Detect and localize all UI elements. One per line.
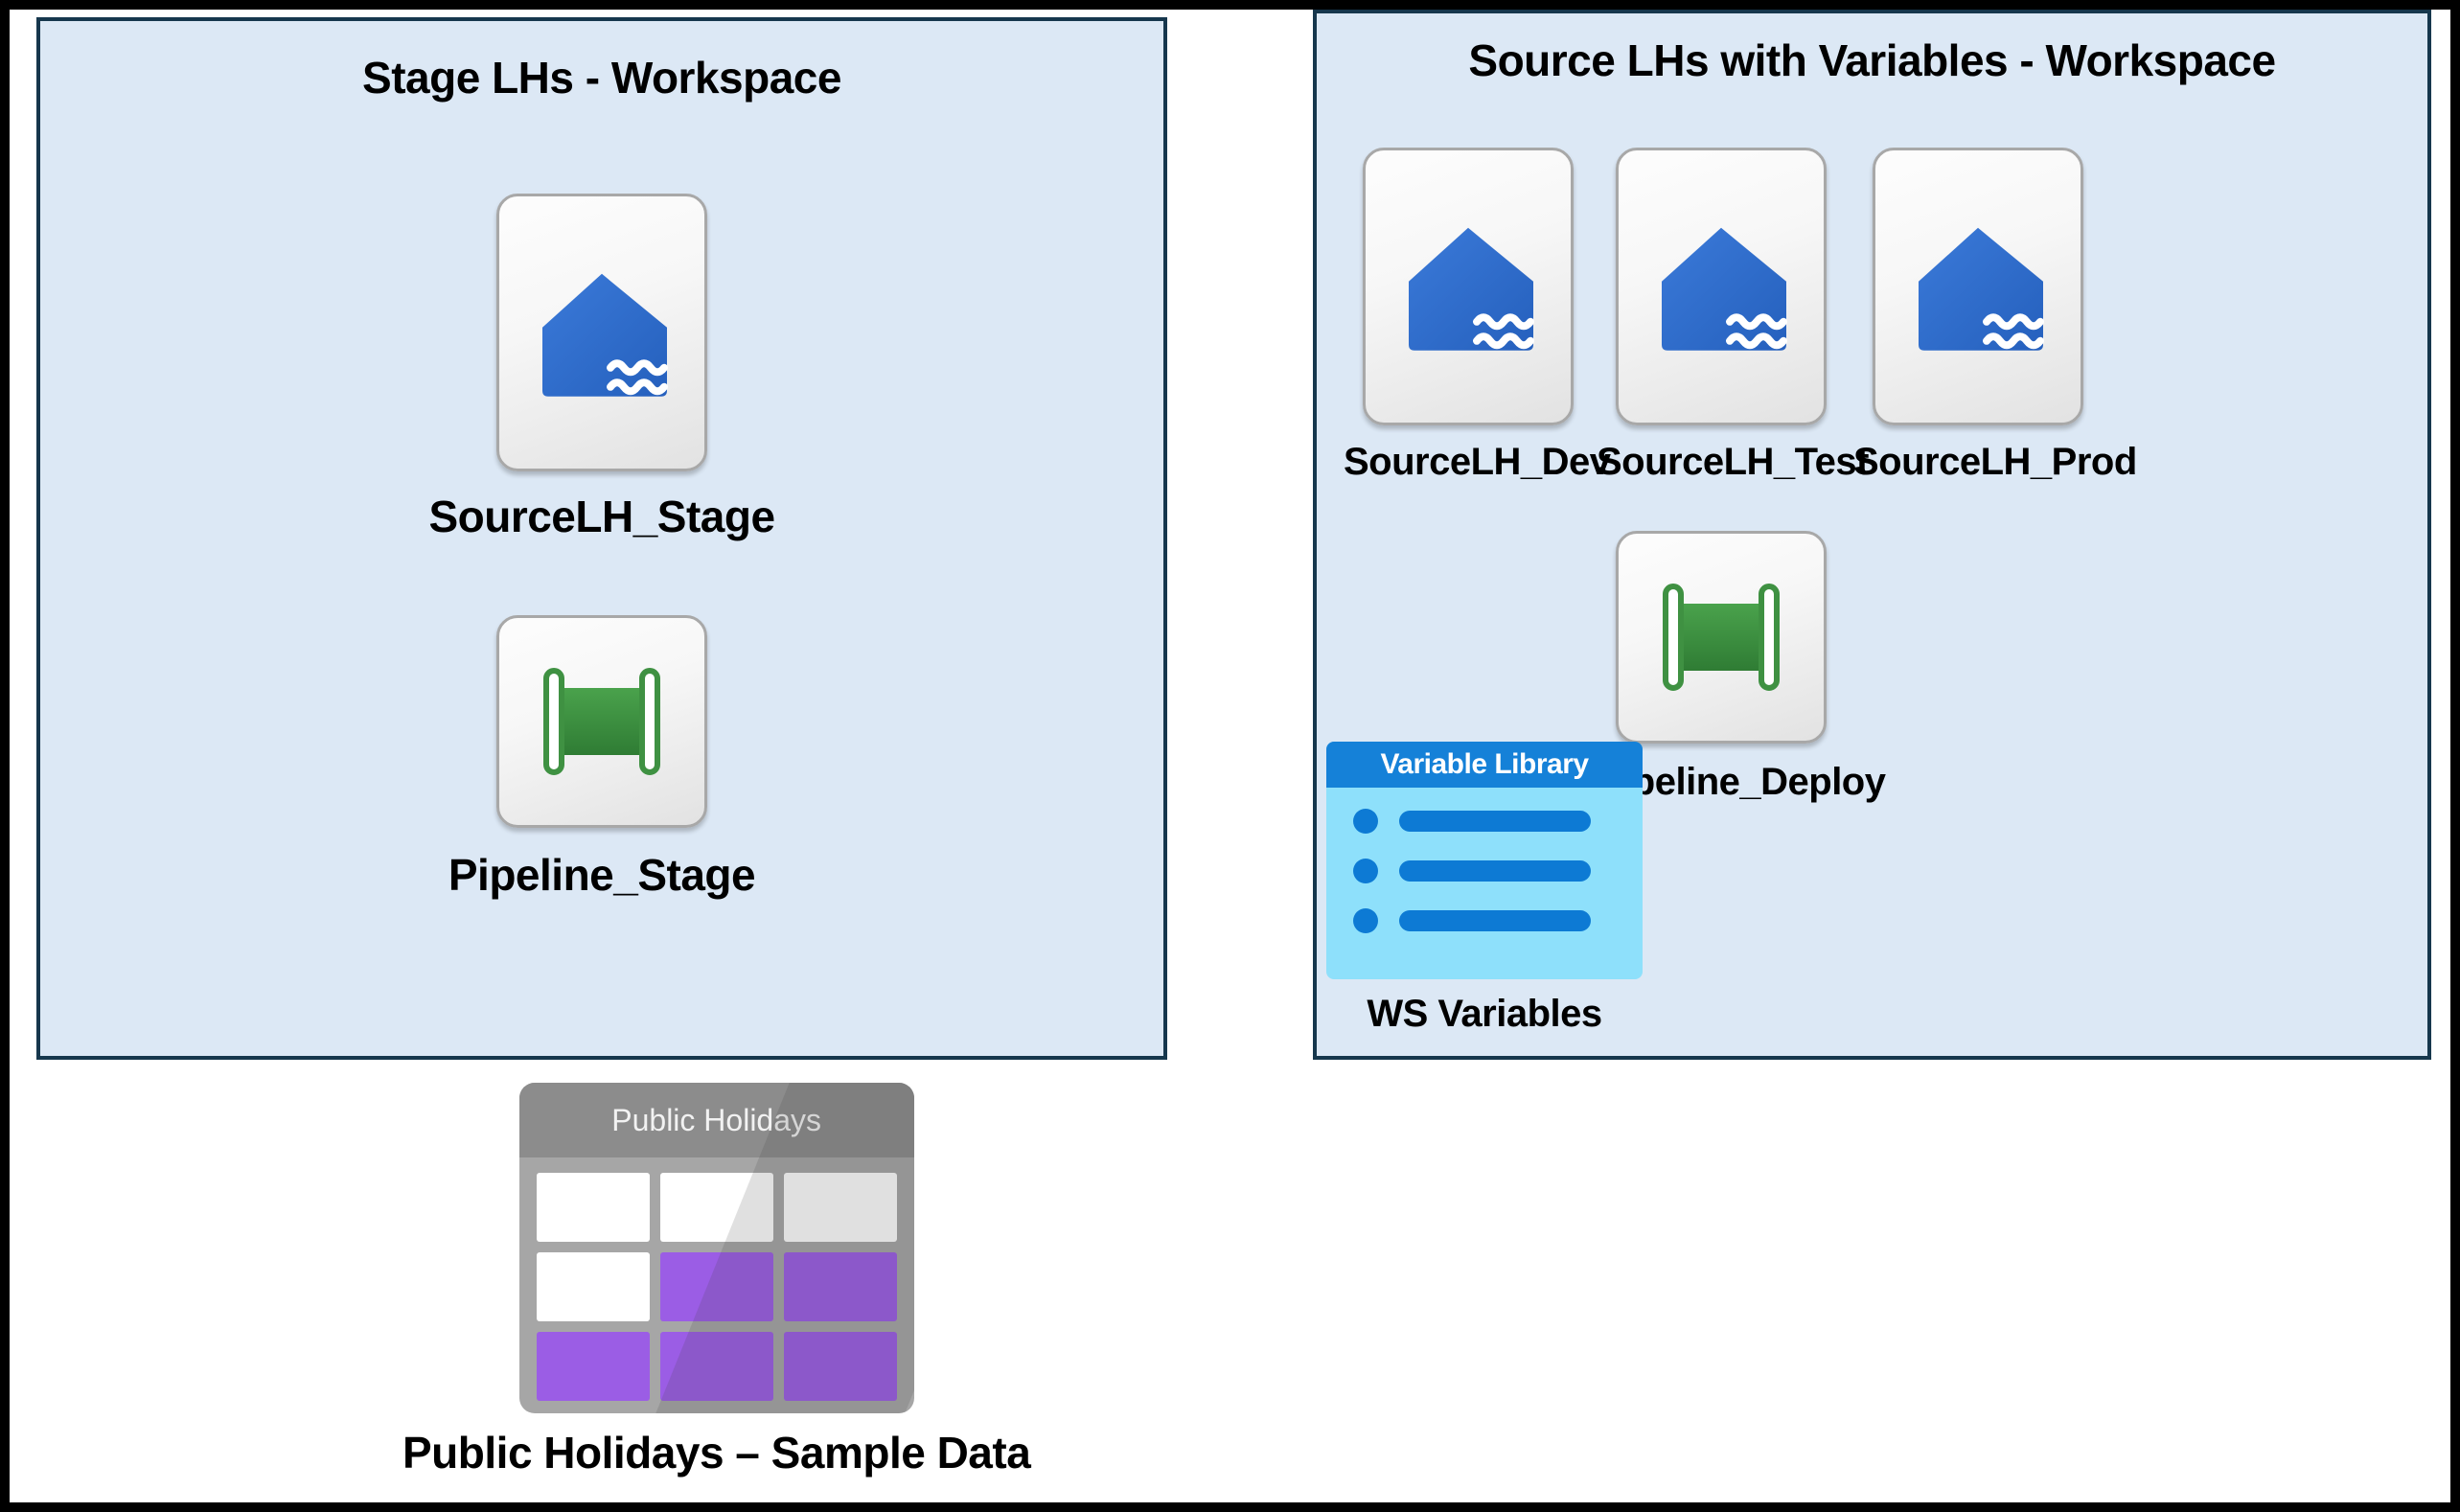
pipeline-icon bbox=[1663, 584, 1780, 691]
workspace-panel-source: Source LHs with Variables - Workspace So… bbox=[1313, 10, 2431, 1060]
lakehouse-icon bbox=[1409, 227, 1534, 351]
workspace-panel-stage: Stage LHs - Workspace bbox=[36, 17, 1167, 1060]
artifact-sourcelh-stage[interactable]: SourceLH_Stage bbox=[40, 194, 1163, 542]
artifact-sourcelh-test[interactable]: SourceLH_Test bbox=[1597, 148, 1869, 484]
variable-row bbox=[1353, 859, 1643, 883]
artifact-sourcelh-prod[interactable]: SourceLH_Prod bbox=[1853, 148, 2137, 484]
artifact-ws-variables[interactable]: Variable Library WS Varia bbox=[1326, 742, 1643, 1036]
pipeline-tile[interactable] bbox=[496, 615, 707, 828]
lakehouse-tile[interactable] bbox=[1873, 148, 2083, 425]
artifact-label: SourceLH_Test bbox=[1597, 441, 1869, 483]
variable-library-rows bbox=[1326, 788, 1643, 933]
table-card-title: Public Holidays bbox=[518, 1083, 914, 1157]
bullet-dot-icon bbox=[1353, 859, 1378, 883]
panel-title-source: Source LHs with Variables - Workspace bbox=[1468, 35, 2276, 85]
variable-bar bbox=[1399, 811, 1591, 832]
table-grid bbox=[519, 1157, 914, 1413]
bullet-dot-icon bbox=[1353, 809, 1378, 834]
artifact-public-holidays[interactable]: Public Holidays Public Holidays – Sample… bbox=[402, 1083, 1031, 1478]
variable-bar bbox=[1399, 910, 1591, 931]
artifact-label: SourceLH_Prod bbox=[1853, 441, 2137, 483]
lakehouse-tile[interactable] bbox=[1616, 148, 1827, 425]
artifact-label: SourceLH_Dev bbox=[1344, 441, 1611, 483]
artifact-sourcelh-dev[interactable]: SourceLH_Dev bbox=[1344, 148, 1611, 484]
variable-library-card-title: Variable Library bbox=[1326, 742, 1643, 788]
lakehouse-tile[interactable] bbox=[1363, 148, 1574, 425]
table-icon[interactable]: Public Holidays bbox=[518, 1083, 914, 1413]
variable-row bbox=[1353, 908, 1643, 933]
table-cell bbox=[659, 1252, 773, 1321]
table-cell bbox=[536, 1332, 650, 1401]
artifact-pipeline-stage[interactable]: Pipeline_Stage bbox=[40, 615, 1163, 901]
artifact-label: Pipeline_Deploy bbox=[1597, 761, 1886, 803]
artifact-label: WS Variables bbox=[1367, 993, 1602, 1035]
artifact-pipeline-deploy[interactable]: Pipeline_Deploy bbox=[1597, 531, 1886, 804]
variable-row bbox=[1353, 809, 1643, 834]
table-cell bbox=[659, 1173, 773, 1242]
diagram-canvas: Stage LHs - Workspace bbox=[10, 10, 2450, 1502]
variable-bar bbox=[1399, 860, 1591, 882]
table-cell bbox=[659, 1332, 773, 1401]
variable-library-icon[interactable]: Variable Library bbox=[1326, 742, 1643, 979]
pipeline-tile[interactable] bbox=[1616, 531, 1827, 744]
table-cell bbox=[783, 1173, 897, 1242]
artifact-label: Public Holidays – Sample Data bbox=[402, 1428, 1031, 1478]
artifact-label: Pipeline_Stage bbox=[448, 850, 756, 900]
lakehouse-icon bbox=[1919, 227, 2044, 351]
lakehouse-icon bbox=[542, 273, 668, 397]
bullet-dot-icon bbox=[1353, 908, 1378, 933]
table-cell bbox=[536, 1252, 650, 1321]
panel-title-stage: Stage LHs - Workspace bbox=[362, 53, 841, 103]
table-cell bbox=[783, 1252, 897, 1321]
artifact-label: SourceLH_Stage bbox=[428, 492, 775, 541]
table-cell bbox=[783, 1332, 897, 1401]
table-cell bbox=[536, 1173, 650, 1242]
pipeline-icon bbox=[543, 668, 660, 775]
lakehouse-icon bbox=[1662, 227, 1787, 351]
lakehouse-tile[interactable] bbox=[496, 194, 707, 471]
